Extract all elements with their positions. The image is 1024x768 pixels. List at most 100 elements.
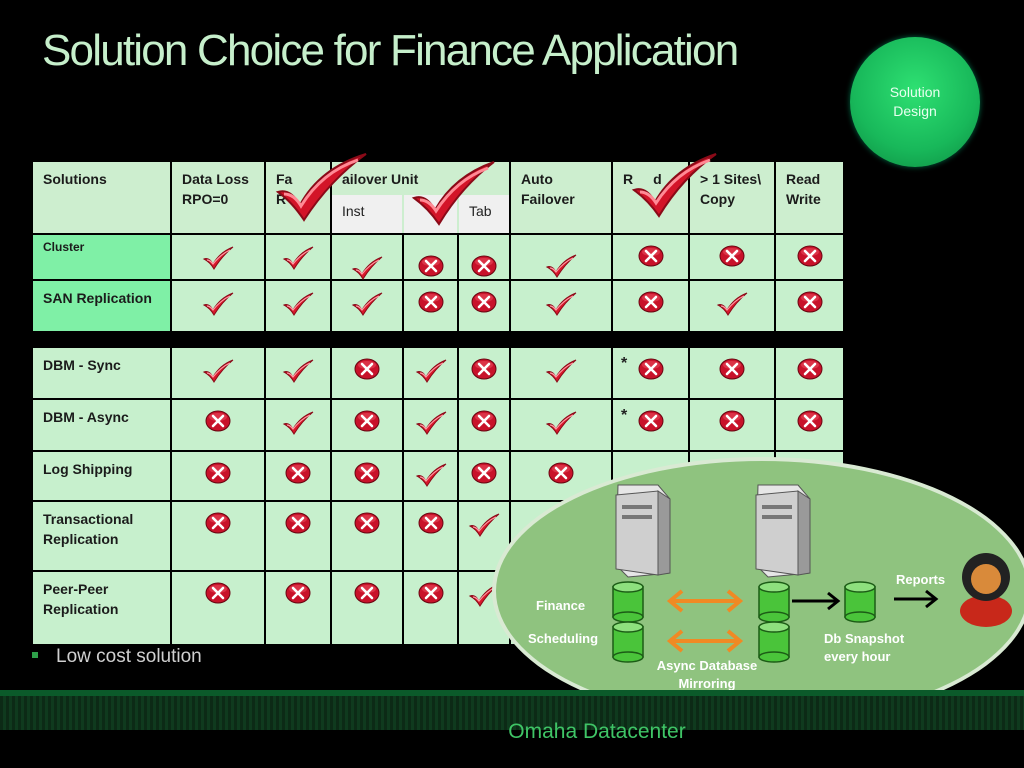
- solution-design-badge[interactable]: Solution Design: [850, 37, 980, 167]
- cross-icon: [205, 462, 231, 484]
- cross-icon: [471, 410, 497, 432]
- cross-icon: [471, 358, 497, 380]
- table-cell: [613, 281, 688, 331]
- cross-icon: [205, 512, 231, 534]
- check-icon: [545, 411, 577, 435]
- cross-icon: [354, 358, 380, 380]
- table-cell: [776, 235, 843, 279]
- table-cell: [459, 348, 509, 398]
- table-cell: [690, 235, 774, 279]
- server-icon: [615, 484, 671, 578]
- cross-icon: [471, 462, 497, 484]
- table-cell: [332, 400, 402, 450]
- reports-label: Reports: [896, 572, 946, 587]
- cross-icon: [471, 255, 497, 277]
- table-cell: [404, 452, 457, 500]
- server-icon: [755, 484, 811, 578]
- table-cell: [613, 235, 688, 279]
- bullet-text: Low cost solution: [56, 646, 202, 667]
- scheduling-label: Scheduling: [528, 631, 599, 646]
- table-cell: *: [613, 348, 688, 398]
- table-cell: [172, 400, 264, 450]
- table-cell: [404, 400, 457, 450]
- cross-icon: [418, 291, 443, 313]
- bidirectional-arrow-icon: [666, 589, 744, 653]
- header-read-write: Read Write: [776, 162, 843, 233]
- check-icon: [202, 292, 234, 316]
- cross-icon: [285, 582, 311, 604]
- cross-icon: [797, 291, 822, 313]
- cross-icon: [548, 462, 574, 484]
- check-icon: [545, 292, 577, 316]
- table-cell: [332, 502, 402, 570]
- check-icon: [282, 359, 314, 383]
- table-cell: [459, 281, 509, 331]
- header-sites: > 1 Sites\ Copy: [690, 162, 774, 233]
- table-cell: [172, 452, 264, 500]
- check-icon: [282, 411, 314, 435]
- asterisk-note: *: [621, 407, 628, 424]
- header-read-line1: R: [623, 171, 634, 187]
- table-cell: [776, 281, 843, 331]
- check-icon: [351, 256, 383, 280]
- finance-label: Finance: [536, 598, 586, 613]
- cross-icon: [719, 245, 745, 267]
- cross-icon: [418, 255, 443, 277]
- check-icon: [202, 246, 234, 270]
- cross-icon: [418, 582, 443, 604]
- check-icon: [415, 411, 446, 435]
- cross-icon: [285, 512, 311, 534]
- async-mirroring-line1: Async Database: [656, 658, 758, 673]
- table-cell: [172, 502, 264, 570]
- large-check-icon: [411, 161, 495, 226]
- cross-icon: [418, 512, 443, 534]
- check-icon: [415, 359, 446, 383]
- cross-icon: [354, 582, 380, 604]
- header-inst: Inst: [332, 195, 402, 233]
- table-cell: [332, 281, 402, 331]
- table-cell: [404, 572, 457, 644]
- row-label: SAN Replication: [33, 281, 170, 331]
- table-cell: [172, 235, 264, 279]
- cross-icon: [797, 410, 822, 432]
- header-solutions: Solutions: [33, 162, 170, 233]
- table-cell: [332, 348, 402, 398]
- cross-icon: [471, 291, 497, 313]
- header-auto-failover: Auto Failover: [511, 162, 611, 233]
- cross-icon: [719, 410, 745, 432]
- cross-icon: [205, 410, 231, 432]
- check-icon: [545, 254, 577, 278]
- diagram-graphics: [612, 484, 1012, 663]
- user-avatar-icon: [960, 553, 1012, 627]
- cross-icon: [797, 358, 822, 380]
- table-cell: [404, 348, 457, 398]
- bullet-item: Low cost solution: [32, 646, 202, 668]
- check-icon: [415, 463, 446, 487]
- table-cell: [404, 235, 457, 279]
- header-read-line2: d: [653, 171, 662, 187]
- cross-icon: [797, 245, 822, 267]
- table-cell: [266, 502, 330, 570]
- table-cell: [332, 572, 402, 644]
- snapshot-line2: every hour: [824, 649, 891, 664]
- table-cell: [690, 400, 774, 450]
- table-cell: [266, 572, 330, 644]
- table-cell: [459, 235, 509, 279]
- snapshot-label: Db Snapshot every hour: [824, 630, 904, 666]
- table-cell: [511, 400, 611, 450]
- table-cell: [266, 281, 330, 331]
- table-cell: [404, 281, 457, 331]
- row-label: Peer-Peer Replication: [33, 572, 170, 644]
- table-cell: [511, 348, 611, 398]
- table-cell: [511, 281, 611, 331]
- asterisk-note: *: [621, 355, 628, 372]
- table-cell: [332, 452, 402, 500]
- check-icon: [468, 513, 500, 537]
- cross-icon: [205, 582, 231, 604]
- cross-icon: [354, 462, 380, 484]
- cross-icon: [285, 462, 311, 484]
- table-cell: [459, 452, 509, 500]
- cross-icon: [638, 291, 663, 313]
- cross-icon: [638, 410, 663, 432]
- check-icon: [282, 292, 314, 316]
